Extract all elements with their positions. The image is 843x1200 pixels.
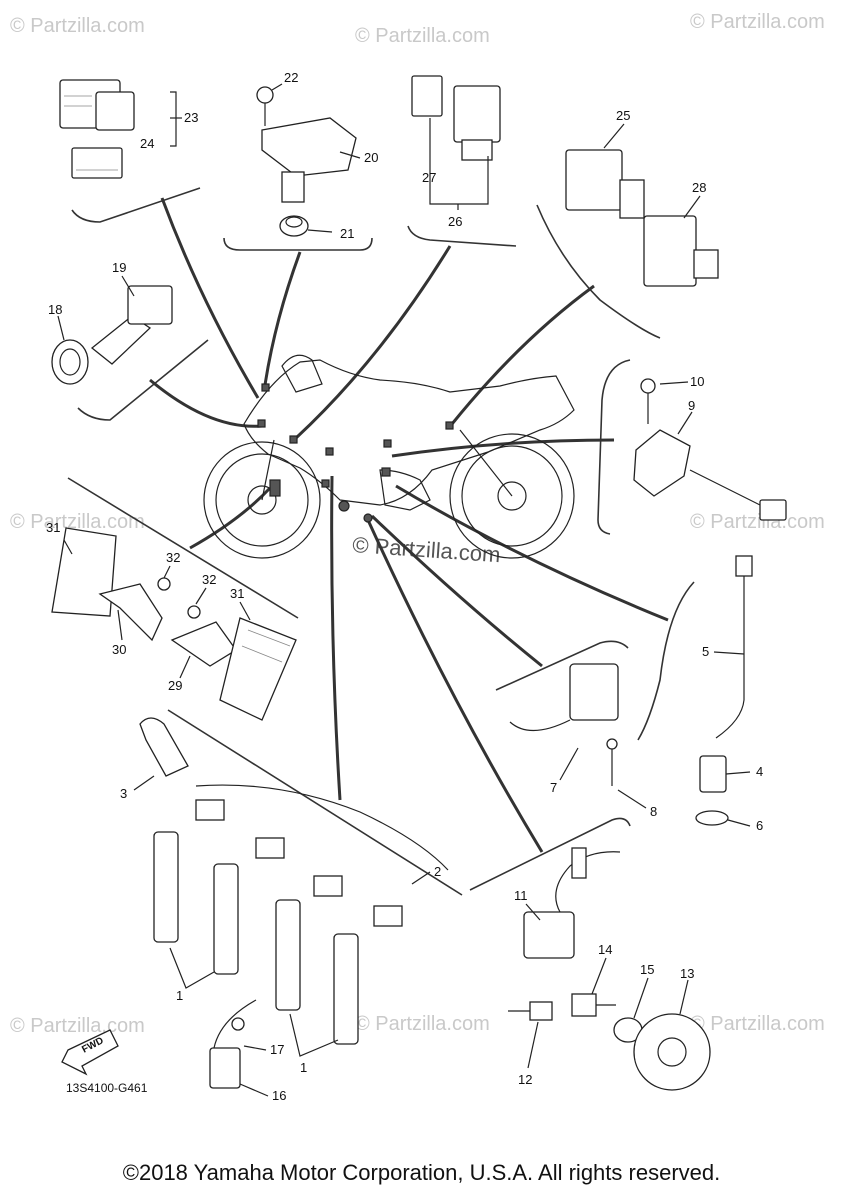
callout-27: 27 (422, 170, 436, 185)
callout-32: 32 (202, 572, 216, 587)
watermark: © Partzilla.com (690, 1013, 825, 1035)
copyright-notice: ©2018 Yamaha Motor Corporation, U.S.A. A… (122, 1160, 721, 1185)
fwd-arrow-icon (61, 1029, 119, 1076)
parts: FWD (51, 75, 787, 1091)
watermark: © Partzilla.com (690, 11, 825, 33)
callout-17: 17 (270, 1042, 284, 1057)
callout-5: 5 (702, 644, 709, 659)
callout-1: 1 (300, 1060, 307, 1075)
watermark: © Partzilla.com (690, 511, 825, 533)
callout-6: 6 (756, 818, 763, 833)
watermark: © Partzilla.com (10, 15, 145, 37)
leader-lines (149, 197, 669, 853)
watermark: © Partzilla.com (355, 25, 490, 47)
callout-18: 18 (48, 302, 62, 317)
callout-7: 7 (550, 780, 557, 795)
callout-28: 28 (692, 180, 706, 195)
callout-19: 19 (112, 260, 126, 275)
diagram-code: 13S4100-G461 (66, 1081, 148, 1095)
callout-10: 10 (690, 374, 704, 389)
watermark-layer: © Partzilla.com © Partzilla.com © Partzi… (10, 11, 825, 1037)
callout-4: 4 (756, 764, 763, 779)
callout-8: 8 (650, 804, 657, 819)
callout-32: 32 (166, 550, 180, 565)
callout-1: 1 (176, 988, 183, 1003)
callout-26: 26 (448, 214, 462, 229)
callout-3: 3 (120, 786, 127, 801)
callout-2: 2 (434, 864, 441, 879)
callout-15: 15 (640, 962, 654, 977)
callout-21: 21 (340, 226, 354, 241)
callout-14: 14 (598, 942, 612, 957)
watermark: © Partzilla.com (10, 511, 145, 533)
motorcycle-silhouette (203, 354, 575, 559)
callout-16: 16 (272, 1088, 286, 1103)
callout-11: 11 (514, 888, 528, 903)
callout-13: 13 (680, 966, 694, 981)
callout-labels: 1 1 2 3 4 5 6 7 8 9 10 11 12 13 14 15 16… (46, 70, 763, 1103)
callout-31: 31 (46, 520, 60, 535)
callout-30: 30 (112, 642, 126, 657)
callout-12: 12 (518, 1072, 532, 1087)
callout-23: 23 (184, 110, 198, 125)
callout-20: 20 (364, 150, 378, 165)
callout-25: 25 (616, 108, 630, 123)
callout-31: 31 (230, 586, 244, 601)
watermark-center: © Partzilla.com (352, 532, 502, 567)
watermark: © Partzilla.com (355, 1013, 490, 1035)
group-brackets (67, 187, 695, 896)
callout-24: 24 (140, 136, 154, 151)
watermark: © Partzilla.com (10, 1015, 145, 1037)
callout-9: 9 (688, 398, 695, 413)
callout-22: 22 (284, 70, 298, 85)
callout-29: 29 (168, 678, 182, 693)
callout-leaders (57, 83, 751, 1097)
